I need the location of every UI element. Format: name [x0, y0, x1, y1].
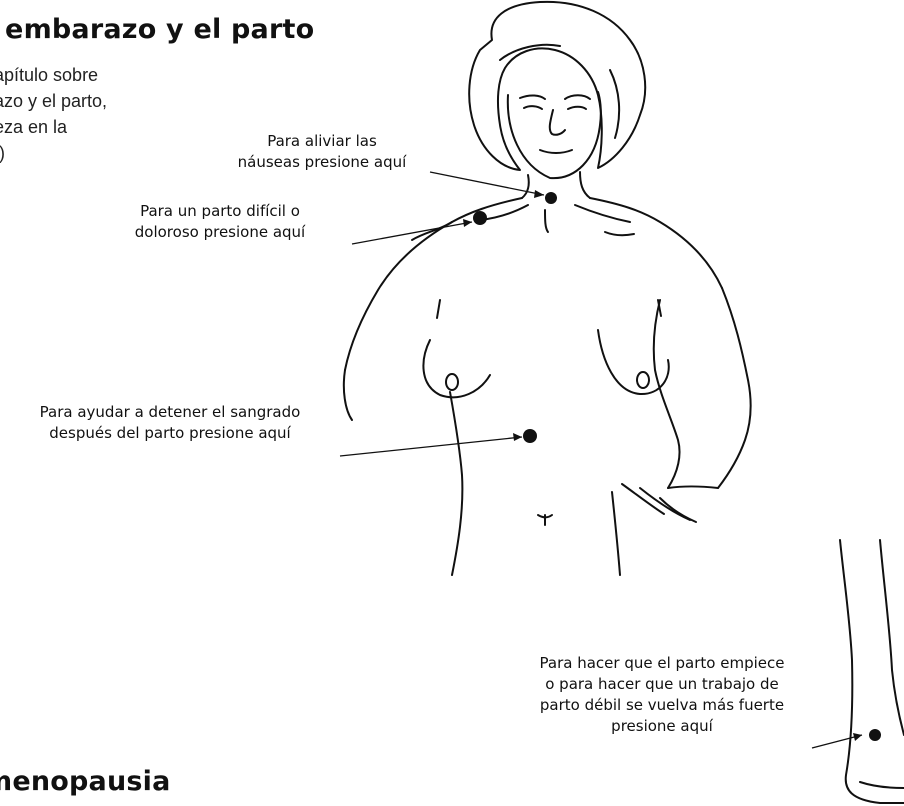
pointer-lines	[339, 171, 863, 749]
menopause-heading: menopausia	[0, 766, 171, 797]
nausea-point	[545, 192, 557, 204]
heading-text: menopausia	[0, 766, 171, 797]
intro-line: apítulo sobre	[0, 65, 99, 85]
bleeding-point	[523, 429, 537, 443]
label-line: o para hacer que un trabajo de	[545, 675, 779, 693]
hair-outline	[468, 0, 647, 171]
label-line: náuseas presione aquí	[237, 153, 407, 171]
start-labor-label: Para hacer que el parto empiece o para h…	[512, 653, 812, 737]
intro-line: eza en la	[0, 117, 68, 137]
label-line: Para un parto difícil o	[140, 202, 300, 220]
bleeding-label: Para ayudar a detener el sangrado despué…	[0, 402, 340, 444]
label-line: Para aliviar las	[267, 132, 377, 150]
leg-outline	[839, 539, 904, 804]
nausea-label: Para aliviar las náuseas presione aquí	[212, 131, 432, 173]
start-labor-point	[869, 729, 881, 741]
label-line: doloroso presione aquí	[134, 223, 306, 241]
label-line: después del parto presione aquí	[49, 424, 291, 442]
pressure-points	[473, 192, 881, 741]
face-outline	[506, 91, 602, 180]
difficult-birth-point	[473, 211, 487, 225]
arrow-heads	[463, 190, 862, 741]
difficult-birth-label: Para un parto difícil o doloroso presion…	[100, 201, 340, 243]
section-heading: l embarazo y el parto	[0, 14, 315, 45]
torso-outline	[344, 197, 523, 371]
label-line: Para ayudar a detener el sangrado	[39, 403, 301, 421]
label-line: parto débil se vuelva más fuerte	[539, 696, 785, 714]
label-line: Para hacer que el parto empiece	[539, 654, 785, 672]
intro-line: azo y el parto,	[0, 91, 108, 111]
intro-line: .)	[0, 140, 107, 166]
intro-paragraph: apítulo sobre azo y el parto, eza en la …	[0, 62, 107, 166]
label-line: presione aquí	[611, 717, 713, 735]
